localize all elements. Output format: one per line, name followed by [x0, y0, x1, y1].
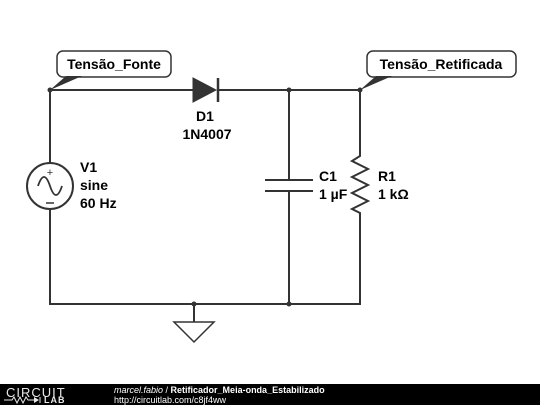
net-label-source[interactable]: Tensão_Fonte — [50, 50, 172, 90]
ac-source-symbol[interactable]: + — [26, 162, 74, 210]
resistor-symbol[interactable] — [349, 152, 371, 214]
net-label-rectified-text: Tensão_Retificada — [380, 56, 503, 72]
net-label-rectified[interactable]: Tensão_Retificada — [360, 50, 517, 90]
ground-symbol — [172, 321, 216, 344]
junction-dot — [286, 87, 292, 93]
source-freq-label: 60 Hz — [80, 195, 117, 211]
source-type-label: sine — [80, 177, 108, 193]
resistor-ref-label: R1 — [378, 168, 396, 184]
footer-credit: marcel.fabio / Retificador_Meia-onda_Est… — [114, 385, 325, 395]
circuit-url-link[interactable]: http://circuitlab.com/c8jf4ww — [114, 395, 227, 405]
diode-ref-label: D1 — [196, 108, 214, 124]
footer-separator: / — [163, 385, 171, 395]
junction-dot — [191, 301, 197, 307]
diode-symbol[interactable] — [192, 77, 220, 103]
net-label-source-text: Tensão_Fonte — [67, 56, 161, 72]
capacitor-symbol[interactable] — [265, 179, 313, 192]
footer-bar: CIRCUIT LAB marcel.fabio / Retificador_M… — [0, 384, 540, 405]
capacitor-value-label: 1 µF — [319, 186, 348, 202]
circuit-title: Retificador_Meia-onda_Estabilizado — [170, 385, 325, 395]
diode-part-label: 1N4007 — [182, 126, 231, 142]
source-ref-label: V1 — [80, 159, 97, 175]
resistor-value-label: 1 kΩ — [378, 186, 409, 202]
schematic-canvas: + Tensão_Fonte Tensão_Retificada D1 1N40… — [26, 50, 517, 344]
logo-text-bottom: LAB — [44, 395, 66, 405]
plus-sign: + — [47, 167, 53, 179]
logo-text-top: CIRCUIT — [6, 385, 66, 400]
logo-resistor-icon — [4, 396, 41, 404]
author-link[interactable]: marcel.fabio — [114, 385, 164, 395]
junction-dot — [286, 301, 292, 307]
capacitor-ref-label: C1 — [319, 168, 337, 184]
